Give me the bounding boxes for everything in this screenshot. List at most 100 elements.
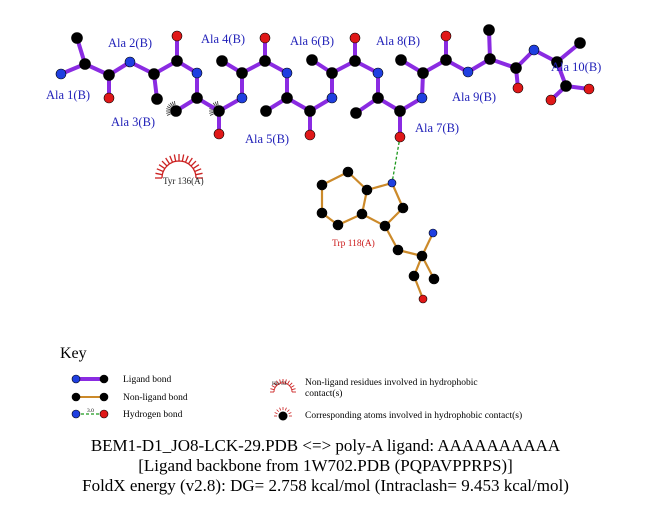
ala1-label: Ala 1(B) bbox=[46, 88, 90, 102]
oxygen-atom bbox=[213, 128, 225, 140]
legend-hydrophobic-spoke bbox=[289, 382, 293, 386]
hydrophobic-atom-mark bbox=[171, 101, 175, 106]
legend-hydrophobic-residue-label-2: contact(s) bbox=[305, 388, 342, 399]
carbon-atom bbox=[71, 32, 83, 44]
legend-nitrogen-atom bbox=[71, 409, 81, 419]
legend-hydrophobic-spoke bbox=[284, 379, 287, 384]
tyr136-hydrophobic-spoke bbox=[169, 155, 174, 163]
nitrogen-atom bbox=[124, 56, 136, 68]
hydrophobic-atom-mark bbox=[174, 101, 176, 106]
carbon-atom bbox=[148, 68, 160, 80]
legend-hydrophobic-atom-spoke bbox=[279, 407, 282, 411]
hydrophobic-atom-mark bbox=[166, 106, 171, 109]
carbon-atom bbox=[216, 55, 228, 67]
tyr136-hydrophobic-spoke bbox=[158, 164, 166, 170]
legend-hydrogen-bond-label: Hydrogen bond bbox=[123, 410, 183, 420]
tyr136-hydrophobic-spoke bbox=[156, 168, 164, 173]
hydrophobic-atom-mark bbox=[166, 112, 171, 114]
carbon-atom bbox=[392, 244, 404, 256]
hydrophobic-atom-mark bbox=[214, 101, 218, 106]
carbon-atom bbox=[103, 69, 115, 81]
legend-hydrophobic-atom-spoke bbox=[276, 409, 280, 413]
ala9-label: Ala 9(B) bbox=[452, 90, 496, 104]
carbon-atom bbox=[428, 273, 440, 285]
carbon-atom bbox=[326, 67, 338, 79]
oxygen-atom bbox=[171, 30, 183, 42]
carbon-atom bbox=[395, 54, 407, 66]
oxygen-atom bbox=[349, 32, 361, 44]
carbon-atom bbox=[483, 24, 495, 36]
ala8-label: Ala 8(B) bbox=[376, 34, 420, 48]
oxygen-atom bbox=[440, 30, 452, 42]
nitrogen-atom bbox=[191, 67, 203, 79]
carbon-atom bbox=[170, 105, 182, 117]
legend-oxygen-atom bbox=[99, 409, 109, 419]
ala5-label: Ala 5(B) bbox=[245, 132, 289, 146]
trp118-label: Trp 118(A) bbox=[332, 238, 375, 249]
ala3-label: Ala 3(B) bbox=[111, 115, 155, 129]
nitrogen-atom bbox=[326, 92, 338, 104]
hydrophobic-atom-mark bbox=[209, 113, 214, 116]
nitrogen-atom bbox=[236, 92, 248, 104]
carbon-atom bbox=[394, 105, 406, 117]
tyr136-hydrophobic-spoke bbox=[187, 157, 193, 165]
ala6-label: Ala 6(B) bbox=[290, 34, 334, 48]
carbon-atom bbox=[191, 92, 203, 104]
oxygen-atom bbox=[259, 32, 271, 44]
tyr136-hydrophobic-spoke bbox=[161, 160, 168, 167]
carbon-atom bbox=[304, 105, 316, 117]
hydrophobic-atom-mark bbox=[217, 101, 219, 106]
legend-carbon-atom bbox=[99, 374, 109, 384]
legend-ligand-bond-label: Ligand bond bbox=[123, 375, 172, 385]
hydrophobic-atom-mark bbox=[166, 108, 171, 110]
legend-hydrophobic-spoke bbox=[291, 388, 296, 391]
legend-hydrophobic-atom-icon bbox=[274, 407, 292, 421]
hydrophobic-atom-mark bbox=[166, 113, 171, 116]
oxygen-atom bbox=[512, 82, 524, 94]
legend-hydrophobic-atom-spoke bbox=[288, 412, 292, 415]
legend-hydrophobic-spoke bbox=[290, 385, 295, 388]
carbon-atom bbox=[397, 202, 409, 214]
legend-carbon-atom bbox=[71, 392, 81, 402]
legend-example-residue: His 53 bbox=[272, 381, 287, 387]
carbon-atom bbox=[440, 54, 452, 66]
tyr136-hydrophobic-contact: Tyr 136(A) bbox=[155, 154, 204, 186]
carbon-atom bbox=[79, 58, 91, 70]
carbon-atom bbox=[560, 80, 572, 92]
legend-carbon-atom bbox=[99, 392, 109, 402]
carbon-atom bbox=[551, 56, 563, 68]
caption-line-3: FoldX energy (v2.8): DG= 2.758 kcal/mol … bbox=[82, 476, 569, 495]
legend-carbon-atom bbox=[278, 411, 288, 421]
nitrogen-atom bbox=[462, 66, 474, 78]
nitrogen-atom bbox=[416, 92, 428, 104]
carbon-atom bbox=[372, 92, 384, 104]
tyr136-hydrophobic-spoke bbox=[155, 172, 163, 176]
carbon-atom bbox=[510, 62, 522, 74]
tyr136-hydrophobic-spoke bbox=[184, 155, 189, 163]
carbon-atom bbox=[416, 250, 428, 262]
hydrophobic-atom-mark bbox=[209, 112, 214, 114]
atoms bbox=[55, 24, 595, 304]
carbon-atom bbox=[316, 207, 328, 219]
legend-title: Key bbox=[60, 345, 87, 362]
carbon-atom bbox=[171, 55, 183, 67]
oxygen-atom bbox=[418, 294, 428, 304]
carbon-atom bbox=[259, 55, 271, 67]
carbon-atom bbox=[356, 208, 368, 220]
oxygen-atom bbox=[394, 131, 406, 143]
legend-hydrophobic-atoms-label: Corresponding atoms involved in hydropho… bbox=[305, 410, 522, 421]
legend-hydrophobic-residue-label: Non-ligand residues involved in hydropho… bbox=[305, 378, 478, 388]
carbon-atom bbox=[260, 105, 272, 117]
carbon-atom bbox=[350, 107, 362, 119]
legend-nitrogen-atom bbox=[71, 374, 81, 384]
oxygen-atom bbox=[583, 83, 595, 95]
legend-non-ligand-bond-label: Non-ligand bond bbox=[123, 393, 188, 403]
legend-hydrophobic-residue-icon bbox=[270, 379, 296, 393]
oxygen-atom bbox=[103, 92, 115, 104]
nitrogen-atom bbox=[55, 68, 67, 80]
tyr136-hydrophobic-spoke bbox=[173, 154, 177, 162]
tyr136-hydrophobic-spoke bbox=[194, 168, 202, 173]
carbon-atom bbox=[151, 93, 163, 105]
legend-hydrophobic-spoke bbox=[273, 382, 277, 386]
carbon-atom bbox=[484, 53, 496, 65]
